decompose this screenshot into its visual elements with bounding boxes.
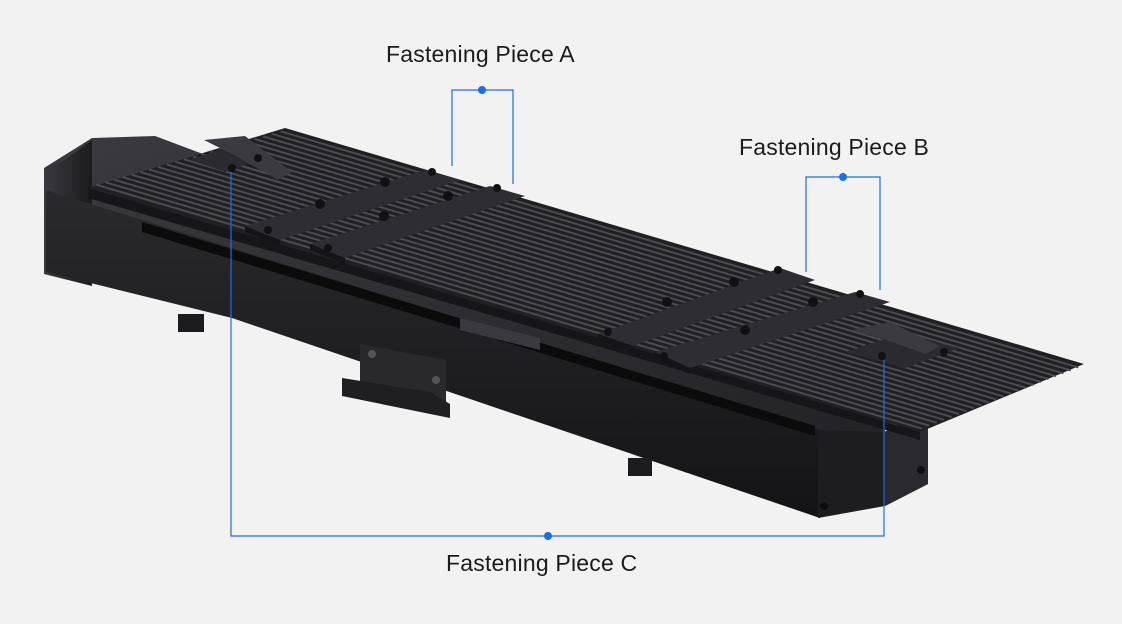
callout-dot-a: [478, 86, 486, 94]
callout-dot-c: [544, 532, 552, 540]
slat: [113, 178, 937, 424]
fastening-piece-a: [245, 168, 525, 264]
callout-line-b: [805, 176, 881, 290]
slat: [122, 176, 945, 421]
slat-plate: [88, 128, 1084, 440]
slat: [166, 163, 982, 407]
fastening-piece-b: [598, 266, 890, 374]
slat: [157, 165, 975, 410]
callout-line-c: [230, 172, 885, 537]
callout-line-a: [451, 89, 514, 184]
callout-dot-b: [839, 173, 847, 181]
foot: [178, 314, 204, 332]
slat: [280, 130, 1079, 369]
base-front-face: [46, 190, 820, 518]
slat: [175, 160, 990, 404]
label-fastening-piece-a: Fastening Piece A: [386, 41, 575, 67]
slat: [262, 135, 1064, 375]
slat: [96, 183, 923, 430]
label-fastening-piece-c: Fastening Piece C: [446, 550, 638, 576]
slat: [139, 171, 960, 415]
foot: [628, 458, 652, 476]
slat: [131, 173, 952, 418]
slat: [271, 132, 1072, 372]
label-fastening-piece-b: Fastening Piece B: [739, 134, 930, 160]
fastening-piece-c: [190, 136, 960, 368]
slat: [148, 168, 967, 413]
slats: [96, 130, 1079, 430]
slat: [104, 181, 930, 427]
